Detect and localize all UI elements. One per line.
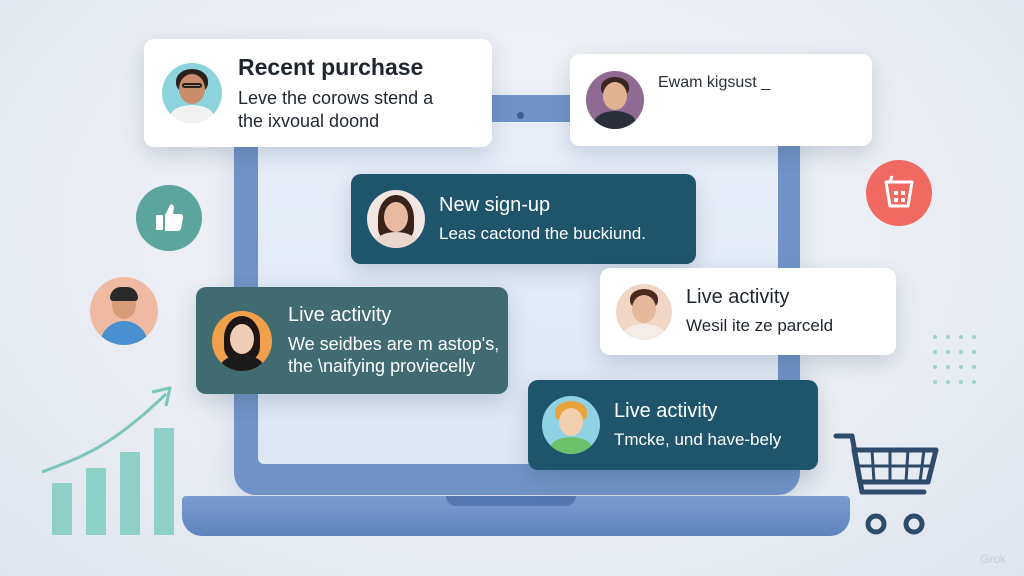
shopping-cart-icon	[832, 430, 942, 540]
watermark: Grok	[979, 552, 1006, 566]
notification-card-live-activity-right[interactable]: Live activity Wesil ite ze parceld	[600, 268, 896, 355]
card-message: the \naifying proviecelly	[288, 356, 476, 376]
card-message: Tmcke, und have-bely	[614, 429, 782, 449]
card-title: Ewam kigsust _	[658, 74, 771, 91]
notification-card-live-activity-bottom[interactable]: Live activity Tmcke, und have-bely	[528, 380, 818, 470]
card-message: Leve the corows stend a	[238, 88, 434, 108]
notification-card-live-activity-left[interactable]: Live activity We seidbes are m astop's, …	[196, 287, 508, 394]
avatar	[90, 277, 158, 345]
card-title: Recent purchase	[238, 54, 424, 80]
card-title: New sign-up	[439, 193, 551, 216]
growth-chart-icon	[38, 380, 178, 535]
cart-badge	[866, 160, 932, 226]
avatar	[542, 396, 600, 454]
avatar	[616, 283, 672, 340]
dot-grid-icon	[930, 332, 980, 392]
avatar	[162, 63, 222, 123]
card-title: Live activity	[614, 399, 718, 422]
laptop-notch	[446, 496, 576, 506]
avatar	[586, 71, 644, 129]
card-message: Wesil ite ze parceld	[686, 316, 834, 336]
cart-icon	[884, 175, 914, 208]
notification-card-new-signup[interactable]: New sign-up Leas cactond the buckiund.	[351, 174, 696, 264]
card-title: Live activity	[288, 303, 392, 326]
avatar	[367, 190, 425, 248]
card-title: Live activity	[686, 286, 790, 309]
thumbs-up-badge	[136, 185, 202, 251]
thumbs-up-icon	[156, 204, 184, 231]
card-message: the ixvoual doond	[238, 110, 380, 131]
notification-card-top-right[interactable]: Ewam kigsust _	[570, 54, 872, 146]
avatar	[212, 310, 272, 371]
card-message: Leas cactond the buckiund.	[439, 223, 646, 243]
laptop-camera	[517, 112, 524, 119]
notification-card-recent-purchase[interactable]: Recent purchase Leve the corows stend a …	[144, 39, 492, 147]
card-message: We seidbes are m astop's,	[288, 333, 500, 354]
